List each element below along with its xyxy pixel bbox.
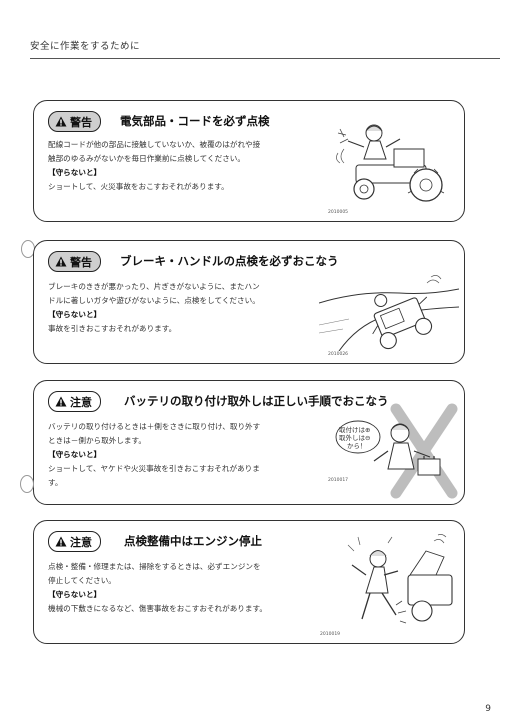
body-line: 配線コードが他の部品に接触していないか、被覆のはがれや接 xyxy=(48,140,261,149)
section-title: 点検整備中はエンジン停止 xyxy=(124,534,262,548)
tractor-slope-illustration xyxy=(319,275,459,351)
consequence-line: す。 xyxy=(48,478,63,487)
body-line: 触部のゆるみがないかを毎日作業前に点検してください。 xyxy=(48,154,245,163)
badge-label: 警告 xyxy=(70,115,92,129)
body-line: バッテリの取り付けるときは＋側をさきに取り付け、取り外す xyxy=(48,422,261,431)
header-title: 安全に作業をするために xyxy=(30,41,141,52)
warning-badge: 警告 xyxy=(48,111,101,132)
consequence-line: 機械の下敷きになるなど、傷害事故をおこすおそれがあります。 xyxy=(48,604,267,613)
tractor-worker-illustration xyxy=(336,124,445,202)
body-line: ときは－側から取外します。 xyxy=(48,436,146,445)
warning-badge: 警告 xyxy=(48,251,101,272)
body-line: ブレーキのききが悪かったり、片ぎきがないように、またハン xyxy=(48,282,260,291)
consequence-line: 事故を引きおこすおそれがあります。 xyxy=(48,324,177,333)
speech-line: 取付けは⊕ xyxy=(339,426,371,434)
caution-badge: 注意 xyxy=(48,531,101,552)
section-title: バッテリの取り付け取外しは正しい手順でおこなう xyxy=(124,394,389,408)
warning-box-electrical: 警告 電気部品・コードを必ず点検 配線コードが他の部品に接触していないか、被覆の… xyxy=(33,100,465,222)
page-number: 9 xyxy=(485,704,491,714)
section-body: 点検・整備・修理または、掃除をするときは、必ずエンジンを 停止してください。 【… xyxy=(48,560,267,616)
consequence-label: 【守らないと】 xyxy=(48,590,102,599)
warning-box-brake: 警告 ブレーキ・ハンドルの点検を必ずおこなう ブレーキのききが悪かったり、片ぎき… xyxy=(33,240,465,364)
battery-worker-illustration xyxy=(335,403,458,499)
section-title: 電気部品・コードを必ず点検 xyxy=(120,114,270,128)
section-title: ブレーキ・ハンドルの点検を必ずおこなう xyxy=(120,254,339,268)
speech-line: 取外しは⊖ xyxy=(339,434,371,442)
figure-id: 2010026 xyxy=(328,352,349,357)
caution-box-engine-stop: 注意 点検整備中はエンジン停止 点検・整備・修理または、掃除をするときは、必ずエ… xyxy=(33,520,465,644)
consequence-line: ショートして、火災事故をおこすおそれがあります。 xyxy=(48,182,229,191)
section-body: 配線コードが他の部品に接触していないか、被覆のはがれや接 触部のゆるみがないかを… xyxy=(48,138,260,194)
header-rule xyxy=(30,58,500,59)
consequence-label: 【守らないと】 xyxy=(48,450,102,459)
consequence-label: 【守らないと】 xyxy=(48,168,102,177)
speech-bubble: 取付けは⊕ 取外しは⊖ から！ xyxy=(339,426,370,450)
badge-label: 警告 xyxy=(70,255,92,269)
badge-label: 注意 xyxy=(70,395,92,409)
warning-triangle-icon xyxy=(55,256,67,267)
body-line: ドルに著しいガタや遊びがないように、点検をしてください。 xyxy=(48,296,260,305)
badge-label: 注意 xyxy=(70,535,92,549)
section-body: バッテリの取り付けるときは＋側をさきに取り付け、取り外す ときは－側から取外しま… xyxy=(48,420,260,490)
caution-box-battery: 注意 バッテリの取り付け取外しは正しい手順でおこなう バッテリの取り付けるときは… xyxy=(33,380,465,505)
engine-accident-illustration xyxy=(347,533,453,624)
section-body: ブレーキのききが悪かったり、片ぎきがないように、またハン ドルに著しいガタや遊び… xyxy=(48,280,260,336)
body-line: 点検・整備・修理または、掃除をするときは、必ずエンジンを xyxy=(48,562,261,571)
warning-triangle-icon xyxy=(55,116,67,127)
binding-hole xyxy=(20,475,34,493)
consequence-label: 【守らないと】 xyxy=(48,310,102,319)
caution-triangle-icon xyxy=(55,536,67,547)
figure-id: 2010019 xyxy=(320,632,341,637)
caution-triangle-icon xyxy=(55,396,67,407)
figure-id: 2010005 xyxy=(328,210,349,215)
body-line: 停止してください。 xyxy=(48,576,116,585)
consequence-line: ショートして、ヤケドや火災事故を引きおこすおそれがありま xyxy=(48,464,260,473)
caution-badge: 注意 xyxy=(48,391,101,412)
figure-id: 2010017 xyxy=(328,478,349,483)
speech-line: から！ xyxy=(347,442,367,450)
